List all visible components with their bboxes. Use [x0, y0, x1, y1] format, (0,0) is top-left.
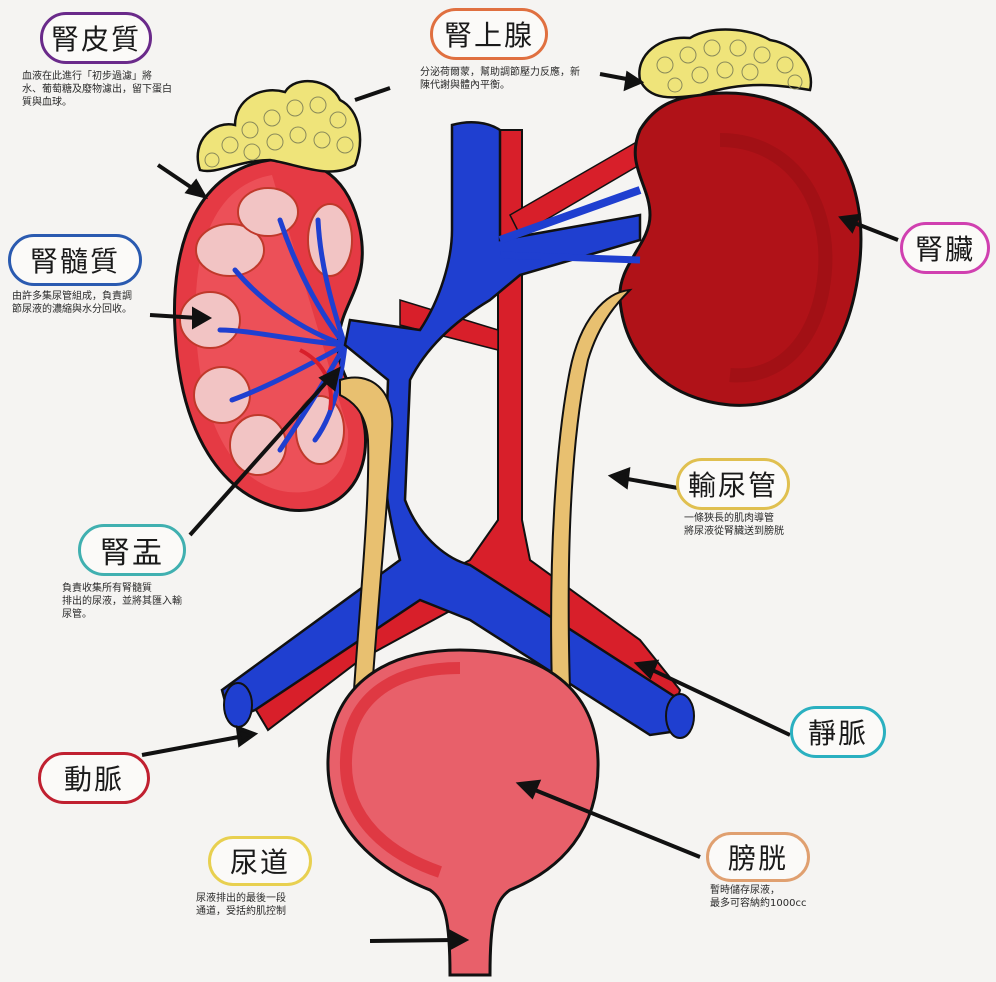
- label-urethra: 尿道: [208, 836, 312, 886]
- bladder: [328, 650, 598, 975]
- note-renal-cortex: 血液在此進行「初步過濾」將 水、葡萄糖及廢物濾出，留下蛋白 質與血球。: [22, 70, 202, 109]
- note-renal-pelvis: 負責收集所有腎髓質 排出的尿液，並將其匯入輸 尿管。: [62, 582, 232, 621]
- note-ureter: 一條狹長的肌肉導管 將尿液從腎臟送到膀胱: [684, 512, 814, 538]
- right-adrenal-gland: [639, 30, 811, 98]
- label-ureter: 輸尿管: [676, 458, 790, 510]
- left-kidney: [174, 159, 365, 510]
- medulla-pyramid: [308, 204, 352, 276]
- note-renal-medulla: 由許多集尿管組成，負責調 節尿液的濃縮與水分回收。: [12, 290, 162, 316]
- label-artery: 動脈: [38, 752, 150, 804]
- left-adrenal-gland: [198, 81, 360, 171]
- medulla-pyramid: [180, 292, 240, 348]
- note-bladder: 暫時儲存尿液， 最多可容納約1000cc: [710, 884, 840, 910]
- medulla-pyramid: [238, 188, 298, 236]
- label-renal-pelvis: 腎盂: [78, 524, 186, 576]
- label-adrenal-gland: 腎上腺: [430, 8, 548, 60]
- note-adrenal-gland: 分泌荷爾蒙，幫助調節壓力反應，新 陳代謝與體內平衡。: [420, 66, 600, 92]
- right-kidney: [620, 93, 861, 405]
- medulla-pyramid: [230, 415, 286, 475]
- note-urethra: 尿液排出的最後一段 通道，受括約肌控制: [196, 892, 356, 918]
- label-renal-cortex: 腎皮質: [40, 12, 152, 64]
- label-vein: 靜脈: [790, 706, 886, 758]
- label-bladder: 膀胱: [706, 832, 810, 882]
- label-renal-medulla: 腎髓質: [8, 234, 142, 286]
- label-kidney: 腎臟: [900, 222, 990, 274]
